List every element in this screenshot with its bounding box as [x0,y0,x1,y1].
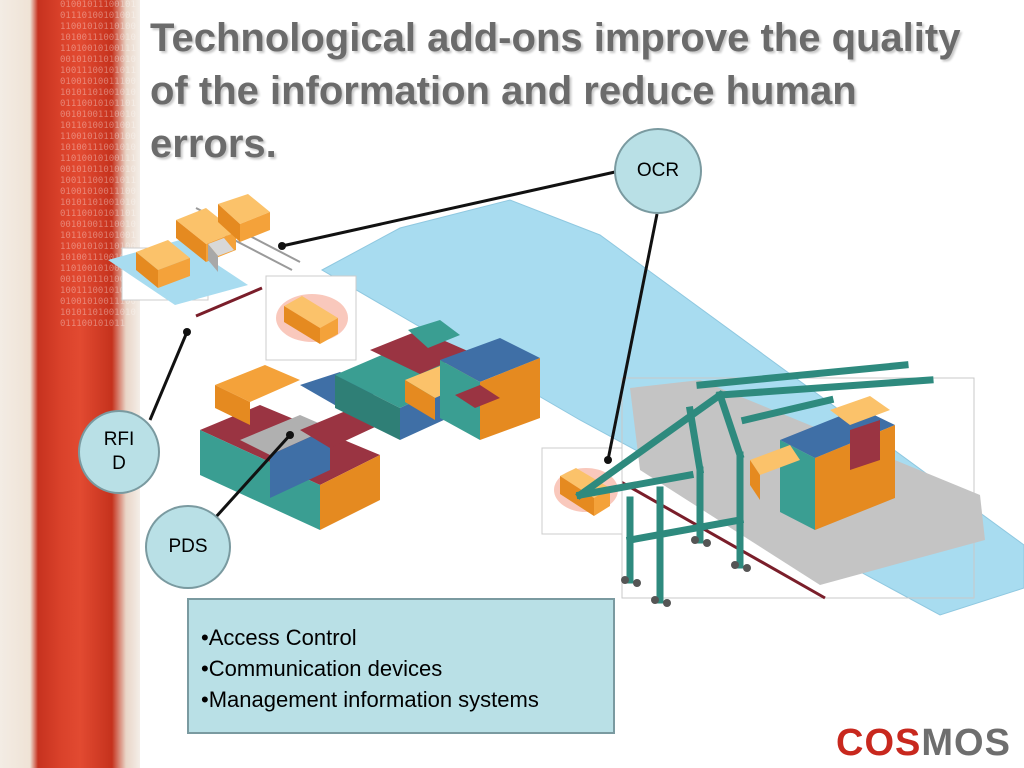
callout-ocr: OCR [614,128,702,214]
truck-cab [208,238,234,272]
ship-container-stacks [750,396,895,530]
train-container-2 [218,194,270,242]
feature-item-access-control: •Access Control [201,625,357,650]
feature-item-communication-devices: •Communication devices [201,656,443,681]
highlighted-container [276,294,348,344]
binary-pattern: 0100101110010101110100101001110010101101… [60,0,136,329]
feature-list-box: •Access Control •Communication devices •… [187,598,615,734]
sidebar-decoration: 0100101110010101110100101001110010101101… [0,0,140,768]
crane-wheels [621,536,751,607]
truck-container [136,240,190,288]
callout-connectors [148,170,659,520]
quay-edge-line [599,468,826,600]
cosmos-logo: COSMOS [836,722,1011,765]
yard-stack-right [440,338,540,440]
connector-dots [183,242,612,464]
gate-line [195,286,263,318]
callout-rfid: RFID [78,410,160,494]
callout-rfid-label: RFID [103,429,135,474]
callout-pds: PDS [145,505,231,589]
gantry-crane [575,361,934,604]
logo-part-cos: COS [836,722,922,764]
callout-pds-label: PDS [168,536,208,557]
feature-item-management-information-systems: •Management information systems [201,687,539,712]
callout-ocr-label: OCR [636,160,680,181]
logo-part-mos: MOS [921,722,1011,764]
slide-title: Technological add-ons improve the qualit… [150,16,961,166]
